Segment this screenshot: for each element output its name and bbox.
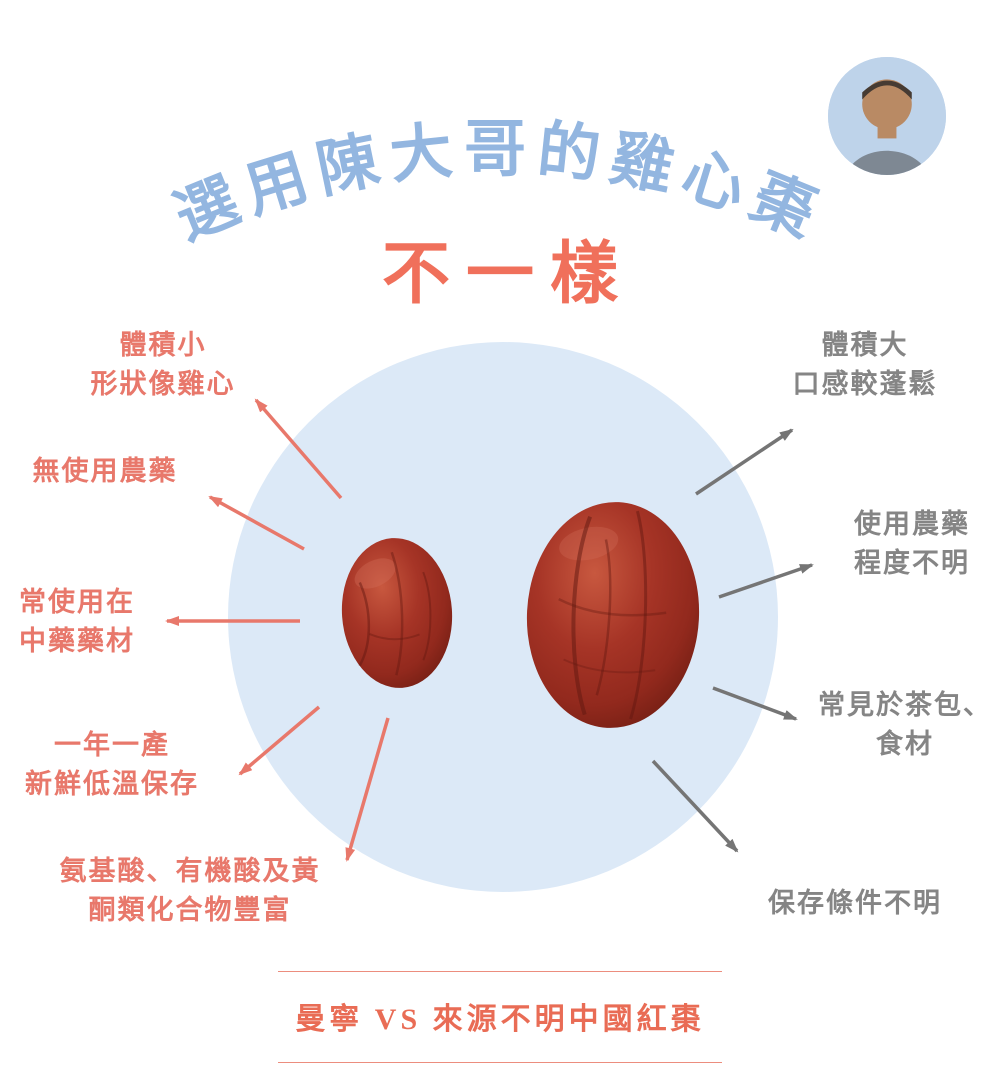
footer-comparison-text: 曼寧 VS 來源不明中國紅棗	[295, 1003, 705, 1036]
label-left-fresh-storage: 一年一產 新鮮低溫保存	[25, 730, 199, 800]
subtitle: 不一樣	[381, 236, 634, 312]
comparison-circle-background	[228, 342, 778, 892]
label-right-big-size: 體積大 口感較蓬鬆	[792, 330, 938, 400]
label-left-small-size: 體積小 形狀像雞心	[90, 330, 236, 400]
label-right-storage-unknown: 保存條件不明	[768, 888, 942, 918]
arched-title-svg: 選用陳大哥的雞心棗	[165, 115, 824, 253]
label-right-pesticide-unknown: 使用農藥 程度不明	[854, 509, 970, 579]
label-left-nutrients: 氨基酸、有機酸及黃 酮類化合物豐富	[59, 856, 321, 926]
label-left-herbal-medicine: 常使用在 中藥藥材	[19, 587, 135, 657]
person-silhouette-icon	[828, 57, 946, 175]
footer-comparison: 曼寧 VS 來源不明中國紅棗	[278, 971, 722, 1063]
label-right-teabag-use: 常見於茶包、 食材	[818, 690, 992, 760]
avatar-photo	[828, 57, 946, 175]
label-left-no-pesticide: 無使用農藥	[32, 456, 178, 486]
